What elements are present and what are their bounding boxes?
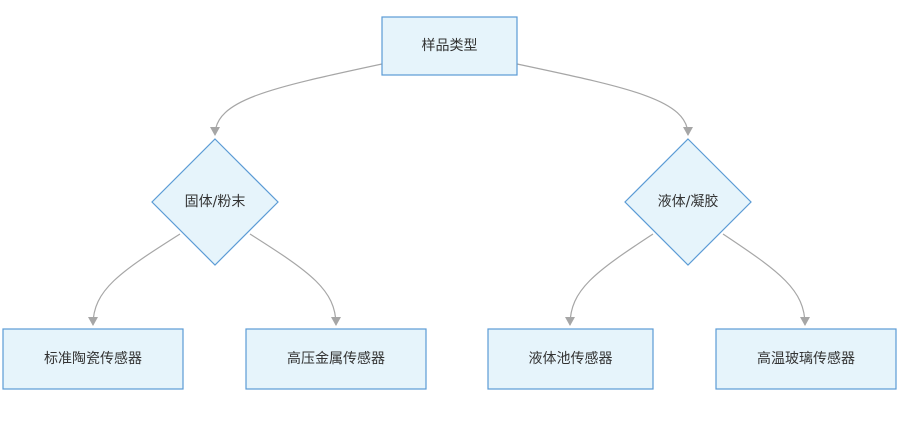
node-solid-label: 固体/粉末: [185, 194, 246, 210]
node-liquid-cell-border: [487, 328, 654, 390]
node-standard-ceramic-label: 标准陶瓷传感器: [44, 350, 142, 367]
node-root-border: [381, 16, 518, 76]
node-liquid-decision: 液体/凝胶: [624, 138, 752, 266]
node-liquid-diamond-border: [624, 138, 752, 266]
node-high-pressure-metal-border: [245, 328, 427, 390]
node-standard-ceramic-border: [2, 328, 184, 390]
node-high-pressure-metal-sensor: 高压金属传感器: [245, 328, 427, 390]
node-solid-decision: 固体/粉末: [151, 138, 279, 266]
node-liquid-cell-label: 液体池传感器: [529, 350, 613, 367]
edge-solid-to-high-pressure-metal: [249, 233, 341, 326]
node-root: 样品类型: [381, 16, 518, 76]
node-standard-ceramic-box: [3, 329, 183, 389]
node-high-temp-glass-border: [715, 328, 897, 390]
edge-root-to-solid: [210, 63, 383, 136]
node-liquid-cell-box: [488, 329, 653, 389]
node-high-temp-glass-label: 高温玻璃传感器: [757, 350, 855, 367]
node-standard-ceramic-sensor: 标准陶瓷传感器: [2, 328, 184, 390]
node-solid-diamond-border: [151, 138, 279, 266]
edge-root-to-liquid: [516, 63, 693, 136]
edge-liquid-to-high-temp-glass: [722, 233, 810, 326]
node-liquid-cell-sensor: 液体池传感器: [487, 328, 654, 390]
edge-solid-to-standard-ceramic: [88, 233, 181, 326]
node-root-label: 样品类型: [422, 38, 478, 54]
node-high-temp-glass-box: [716, 329, 896, 389]
node-high-temp-glass-sensor: 高温玻璃传感器: [715, 328, 897, 390]
node-high-pressure-metal-box: [246, 329, 426, 389]
node-high-pressure-metal-label: 高压金属传感器: [287, 350, 385, 367]
node-root-box: [382, 17, 517, 75]
node-liquid-label: 液体/凝胶: [658, 193, 719, 210]
edge-liquid-to-liquid-cell: [565, 233, 654, 326]
